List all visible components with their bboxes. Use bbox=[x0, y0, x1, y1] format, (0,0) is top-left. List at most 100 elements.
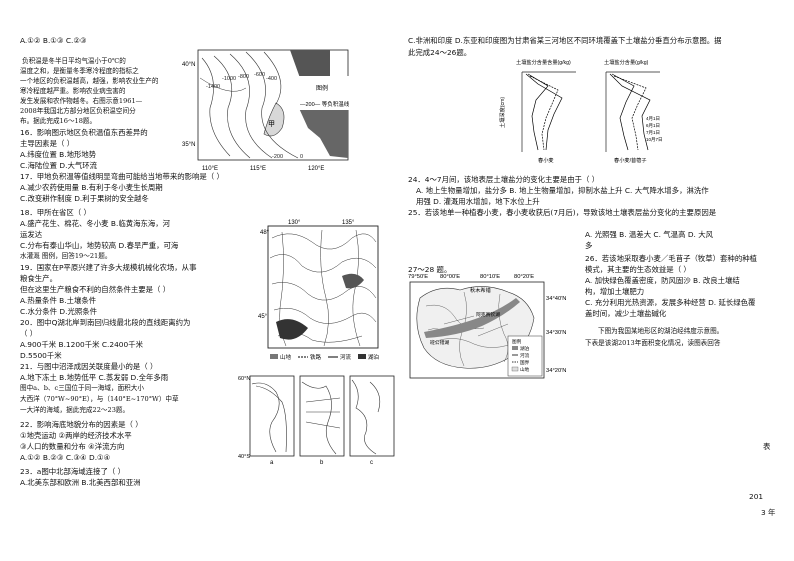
isoline-value: -1000 bbox=[222, 76, 236, 82]
legend-item: 河流 bbox=[340, 353, 352, 361]
lat-label: 48° bbox=[260, 230, 270, 236]
legend-item: 山地 bbox=[280, 353, 292, 361]
text-line: 主导因素是（ ） bbox=[20, 139, 75, 148]
text-line: A.盛产花生、棉花、冬小麦 B.临黄海东海，河 bbox=[20, 219, 171, 228]
text-line: C.海陆位置 D.大气环流 bbox=[20, 161, 98, 170]
text-line: A.900千米 B.1200千米 C.2400千米 bbox=[20, 340, 143, 349]
text-line: 但在这里生产粮食不利的自然条件主要是（ ） bbox=[20, 285, 171, 294]
text-line: 下表是该湖2013年面积变化情况，读图表回答 bbox=[585, 339, 721, 347]
text-line: 图中a、b、c三国位于同一海域，面积大小 bbox=[20, 384, 144, 392]
soil-salinity-charts: 土壤盐分含量含量(g/kg) 土壤盐分含量(g/kg) 土壤深度(cm) 4月1… bbox=[498, 58, 663, 164]
text-line: 19．国家在P平原兴建了许多大规模机械化农场，从事 bbox=[20, 263, 197, 272]
lon-label: 115°E bbox=[250, 166, 266, 172]
text-line: C. 充分利用光热资源，发展多种经营 D. 延长绿色覆 bbox=[585, 298, 756, 307]
text-line: 大西洋（70°W~90°E），与（140°E~170°W）中草 bbox=[20, 395, 179, 403]
text-line: 发生发展和农作物越冬。右图示意1961— bbox=[20, 97, 143, 105]
text-line: 18．甲所在省区（ ） bbox=[20, 208, 91, 217]
text-line: 26．若该地采取春小麦／毛苜子（牧草）套种的种植 bbox=[585, 254, 758, 263]
text-line: A. 加快绿色覆盖密度，防风固沙 B. 改良土壤结 bbox=[585, 276, 740, 285]
text-line: 2008年我国北方部分地区负积温空间分 bbox=[20, 107, 136, 115]
text-line: 17．甲地负积温等值线明显弯曲可能给当地带来的影响是（ ） bbox=[20, 172, 224, 181]
text-line: 布。据此完成16～18题。 bbox=[20, 117, 97, 125]
map-label-c: c bbox=[370, 460, 373, 464]
isoline-value: -600 bbox=[254, 72, 265, 78]
isoline-value: 0 bbox=[300, 154, 303, 160]
text-line: A.地下冻土 B.地势低平 C.蒸发弱 D.全年多雨 bbox=[20, 373, 169, 382]
text-line: 27～28 题。 bbox=[408, 265, 452, 274]
text-line: 水灌溉 图例，回答19～21题。 bbox=[20, 252, 112, 260]
lat-label: 45° bbox=[258, 314, 268, 320]
lon-label: 80°20′E bbox=[514, 274, 534, 280]
lake-label: 阿克赛钦湖 bbox=[476, 311, 500, 318]
lon-label: 135° bbox=[342, 220, 355, 226]
legend-item: 湖泊 bbox=[368, 353, 379, 361]
lat-label: 35°N bbox=[182, 142, 195, 148]
text-line: ①地壳运动 ②两岸的经济技术水平 bbox=[20, 431, 132, 440]
text-line: 盖时间，减少土壤盐碱化 bbox=[585, 309, 667, 318]
lon-label: 80°10′E bbox=[480, 274, 500, 280]
lon-label: 110°E bbox=[202, 166, 218, 172]
place-label: 秋木希错 bbox=[470, 286, 491, 294]
text-line: A.减少农药使用量 B.有利于冬小麦生长周期 bbox=[20, 183, 163, 192]
lon-label: 79°50′E bbox=[408, 274, 428, 280]
lake-map: 79°50′E 80°00′E 80°10′E 80°20′E 34°40′N … bbox=[408, 274, 567, 379]
legend-item: 7月1日 bbox=[646, 130, 660, 136]
text-line: A.①② B.①③ C.②③ bbox=[20, 36, 87, 45]
legend-title: 图例 bbox=[512, 338, 522, 345]
text-line: 下图为我国某地形区的湖泊经纬度示意图。 bbox=[598, 327, 724, 335]
text-line: 一大洋的海域，据此完成22～23题。 bbox=[20, 406, 130, 414]
text-line: 24．4～7月间，该地表层土壤盐分的变化主要是由于（ ） bbox=[408, 175, 600, 184]
lat-label: 40°S bbox=[238, 454, 250, 460]
text-line: 23．a图中北部海域连接了（ ） bbox=[20, 467, 125, 476]
text-line: 温度之和，是衡量冬季寒冷程度的指标之 bbox=[20, 67, 139, 75]
text-line: A.北美东部和欧洲 B.北美西部和亚洲 bbox=[20, 478, 141, 487]
text-line: 20．图中Q湖北岸到南回归线最北段的直线距离约为 bbox=[20, 318, 191, 327]
text-line: 21．与图中沼泽成因关联度最小的是（ ） bbox=[20, 362, 158, 371]
text-line: 粮食生产。 bbox=[20, 274, 57, 283]
coastline-maps: 60°N 40°S a b c bbox=[238, 375, 395, 464]
legend-item: —200— 等负积温线 bbox=[300, 100, 350, 108]
map-label-b: b bbox=[320, 460, 324, 464]
legend-item: 山地 bbox=[520, 366, 530, 373]
text-line: A.热量条件 B.土壤条件 bbox=[20, 296, 97, 305]
text-line: 一个地区的负积温越高，越强，影响农业生产的 bbox=[20, 77, 159, 85]
lat-label: 60°N bbox=[238, 376, 250, 382]
lake-label: 班公错湖 bbox=[430, 339, 449, 346]
legend-title: 图例 bbox=[316, 84, 328, 92]
chart-right-label: 春小麦/苜蓿子 bbox=[614, 156, 647, 164]
text-line: 表 bbox=[763, 442, 771, 451]
legend-item: 铁路 bbox=[310, 353, 322, 361]
legend-item: 河流 bbox=[520, 352, 530, 359]
text-line: C.改变耕作制度 D.利于果树的安全越冬 bbox=[20, 194, 149, 203]
text-line: 寒冷程度越严重。影响农业病虫害的 bbox=[20, 87, 126, 95]
lon-label: 80°00′E bbox=[440, 274, 460, 280]
text-line: （ ） bbox=[20, 329, 38, 338]
text-line: C.非洲和印度 D.东亚和印度图为甘肃省某三河地区不同环境覆盖下土壤盐分垂直分布… bbox=[408, 36, 722, 45]
place-label: 甲 bbox=[268, 120, 275, 128]
text-line: A. 光照强 B. 温差大 C. 气温高 D. 大风 bbox=[585, 230, 713, 239]
text-line: D.5500千米 bbox=[20, 351, 62, 360]
text-line: 16．影响图示地区负积温值东西差异的 bbox=[20, 128, 148, 137]
isoline-value: -200 bbox=[272, 154, 283, 160]
chart-title-right: 土壤盐分含量(g/kg) bbox=[604, 58, 649, 66]
isoline-value: -400 bbox=[266, 76, 277, 82]
lat-label: 34°20′N bbox=[546, 368, 567, 374]
text-line: 201 bbox=[749, 492, 764, 501]
text-line: C.分布有泰山华山，地势较高 D.春旱严重，可海 bbox=[20, 241, 179, 250]
text-line: A.①② B.②③ C.③④ D.①④ bbox=[20, 453, 111, 462]
lat-label: 34°40′N bbox=[546, 296, 567, 302]
text-line: A.纬度位置 B.地形地势 bbox=[20, 150, 97, 159]
text-line: 3 年 bbox=[761, 508, 776, 517]
lat-label: 40°N bbox=[182, 62, 195, 68]
text-line: 25．若该地单一种植春小麦，春小麦收获后(7月后)，导致该地土壤表层盐分变化的主… bbox=[408, 208, 717, 217]
text-line: 负积温是冬半日平均气温小于0℃的 bbox=[22, 57, 126, 65]
text-line: 多 bbox=[585, 241, 593, 250]
legend-item: 国界 bbox=[520, 360, 530, 366]
legend-item: 4月1日 bbox=[646, 116, 660, 122]
text-line: A. 地上生物量增加，盐分多 B. 地上生物量增加，抑制水盐上升 C. 大气降水… bbox=[416, 186, 709, 195]
legend-item: 6月1日 bbox=[646, 123, 660, 129]
legend-item: 10月7日 bbox=[646, 137, 663, 143]
text-line: ③人口的数量和分布 ④洋流方向 bbox=[20, 442, 125, 451]
chart-title-left: 土壤盐分含量含量(g/kg) bbox=[516, 58, 571, 66]
